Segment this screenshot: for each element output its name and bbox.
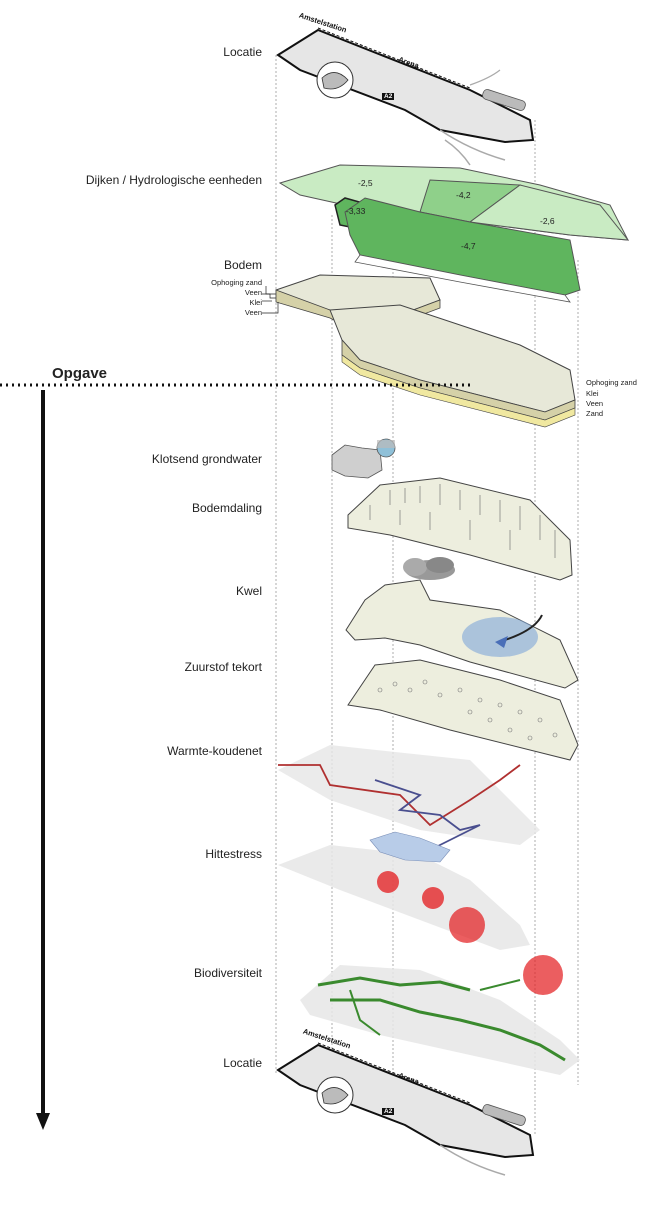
timeline-arrow	[36, 390, 50, 1130]
dijken-value-2: -4,2	[456, 190, 471, 200]
layer-label-hittestress: Hittestress	[205, 847, 262, 861]
layer-label-biodiversiteit: Biodiversiteit	[194, 966, 262, 980]
klotsend-grondwater-map	[332, 439, 395, 478]
layer-label-kwel: Kwel	[236, 584, 262, 598]
layer-label-locatie-bottom: Locatie	[223, 1056, 262, 1070]
bodemdaling-map	[348, 478, 572, 580]
layer-label-warmte-koudenet: Warmte-koudenet	[167, 744, 262, 758]
bodem-left-legend-4: Veen	[245, 308, 262, 317]
dijken-value-4: -3,33	[346, 206, 365, 216]
layer-label-zuurstof-tekort: Zuurstof tekort	[185, 660, 262, 674]
bodem-left-legend-1: Ophoging zand	[211, 278, 262, 287]
layer-label-klotsend-grondwater: Klotsend grondwater	[152, 452, 262, 466]
bodem-map	[262, 275, 575, 427]
dijken-value-3: -2,6	[540, 216, 555, 226]
bodem-right-legend-4: Zand	[586, 409, 603, 418]
locatie-map-bottom	[278, 1043, 533, 1175]
section-title-opgave: Opgave	[52, 365, 107, 382]
bodem-right-legend-3: Veen	[586, 399, 603, 408]
locatie-map-top	[278, 28, 533, 165]
bodem-right-legend-2: Klei	[586, 389, 599, 398]
warmte-koudenet-map	[278, 745, 540, 850]
dijken-value-5: -4,7	[461, 241, 476, 251]
layer-label-dijken: Dijken / Hydrologische eenheden	[86, 173, 262, 187]
bodem-left-legend-3: Klei	[249, 298, 262, 307]
tag-a2-bottom: A2	[382, 1108, 394, 1115]
bodem-left-legend-2: Veen	[245, 288, 262, 297]
layer-label-bodemdaling: Bodemdaling	[192, 501, 262, 515]
dijken-value-1: -2,5	[358, 178, 373, 188]
layer-label-locatie-top: Locatie	[223, 45, 262, 59]
bodem-right-legend-1: Ophoging zand	[586, 378, 637, 387]
tag-a2-top: A2	[382, 93, 394, 100]
layer-label-bodem: Bodem	[224, 258, 262, 272]
